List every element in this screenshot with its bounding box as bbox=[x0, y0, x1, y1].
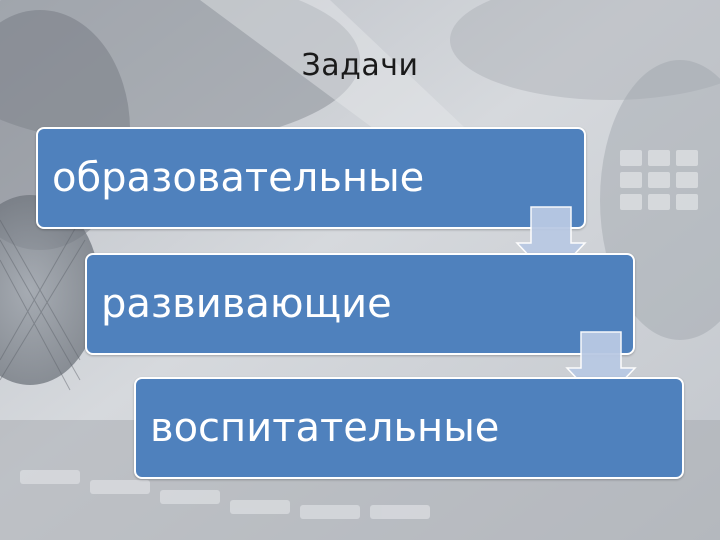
slide-title: Задачи bbox=[301, 48, 419, 83]
task-box-developing: развивающие bbox=[85, 253, 635, 355]
task-label-educational: образовательные bbox=[52, 155, 425, 201]
task-box-educational: образовательные bbox=[36, 127, 586, 229]
task-label-developing: развивающие bbox=[101, 281, 392, 327]
task-label-upbringing: воспитательные bbox=[150, 405, 500, 451]
task-box-upbringing: воспитательные bbox=[134, 377, 684, 479]
